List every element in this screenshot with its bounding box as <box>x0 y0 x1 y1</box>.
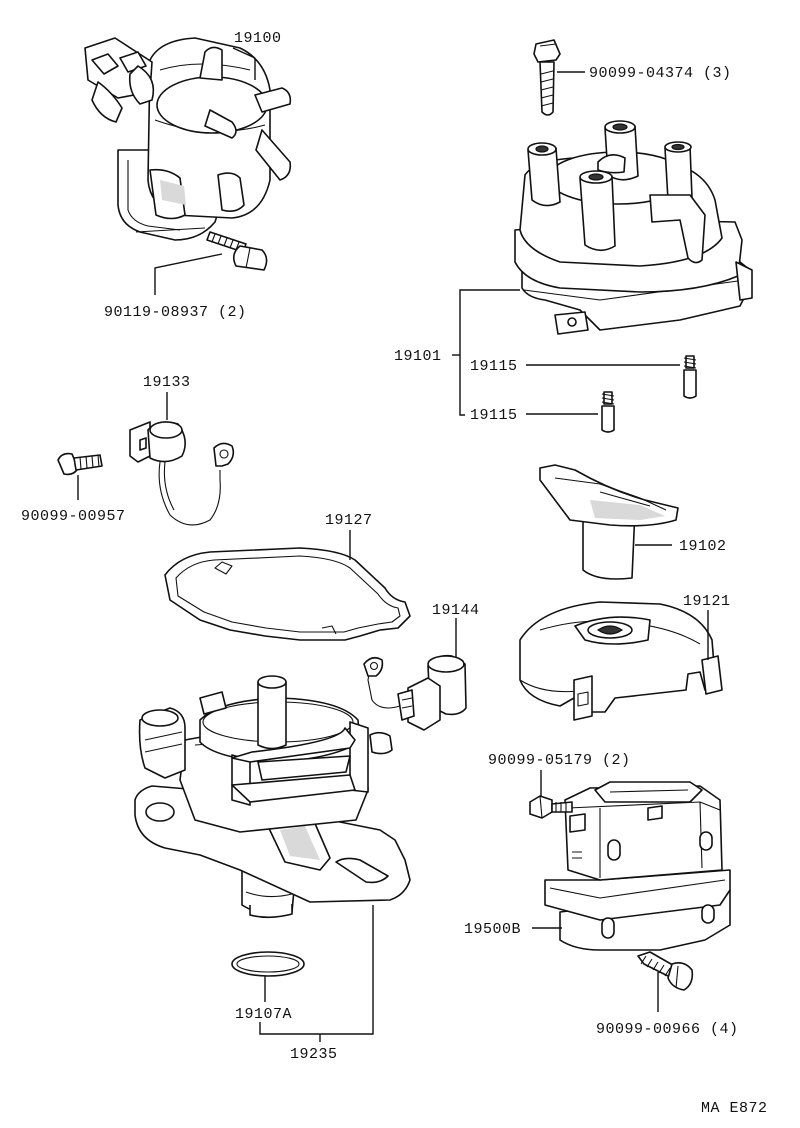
screw-90099-00966-drawing <box>637 951 694 991</box>
label-19115-upper: 19115 <box>470 358 518 375</box>
label-19121: 19121 <box>683 593 731 610</box>
label-19144: 19144 <box>432 602 480 619</box>
label-19500B: 19500B <box>464 921 521 938</box>
leader-19100 <box>232 47 256 59</box>
o-ring-drawing <box>231 951 305 977</box>
label-19235: 19235 <box>290 1046 338 1063</box>
distributor-cap-drawing <box>514 120 753 335</box>
label-90119-08937: 90119-08937 (2) <box>104 304 247 321</box>
leader-90119-08937 <box>154 253 223 295</box>
label-19100: 19100 <box>234 30 282 47</box>
label-19133: 19133 <box>143 374 191 391</box>
screw-90099-00957-drawing <box>57 452 103 476</box>
leader-19101-bracket <box>459 289 520 416</box>
dust-cover-drawing <box>519 601 723 721</box>
nut-90099-05179-drawing <box>529 795 573 819</box>
igniter-drawing <box>544 781 731 951</box>
label-90099-05179: 90099-05179 (2) <box>488 752 631 769</box>
label-19107A: 19107A <box>235 1006 292 1023</box>
condenser-drawing <box>129 421 235 526</box>
label-19102: 19102 <box>679 538 727 555</box>
carbon-spring-lower-drawing <box>601 391 615 433</box>
label-19101: 19101 <box>394 348 442 365</box>
label-19127: 19127 <box>325 512 373 529</box>
label-19115-lower: 19115 <box>470 407 518 424</box>
diagram-code: MA E872 <box>701 1100 768 1117</box>
label-90099-00966: 90099-00966 (4) <box>596 1021 739 1038</box>
screw-90099-04374-drawing <box>533 39 561 116</box>
label-90099-00957: 90099-00957 <box>21 508 126 525</box>
bolt-90119-08937-drawing <box>206 231 268 271</box>
leader-19235-bracket <box>259 905 374 1035</box>
gasket-drawing <box>164 547 411 641</box>
label-90099-04374: 90099-04374 (3) <box>589 65 732 82</box>
distributor-housing-drawing <box>134 675 411 919</box>
rotor-drawing <box>539 464 679 580</box>
carbon-spring-upper-drawing <box>683 355 697 399</box>
distributor-assembly-drawing <box>84 37 292 241</box>
pickup-coil-drawing <box>363 654 467 731</box>
